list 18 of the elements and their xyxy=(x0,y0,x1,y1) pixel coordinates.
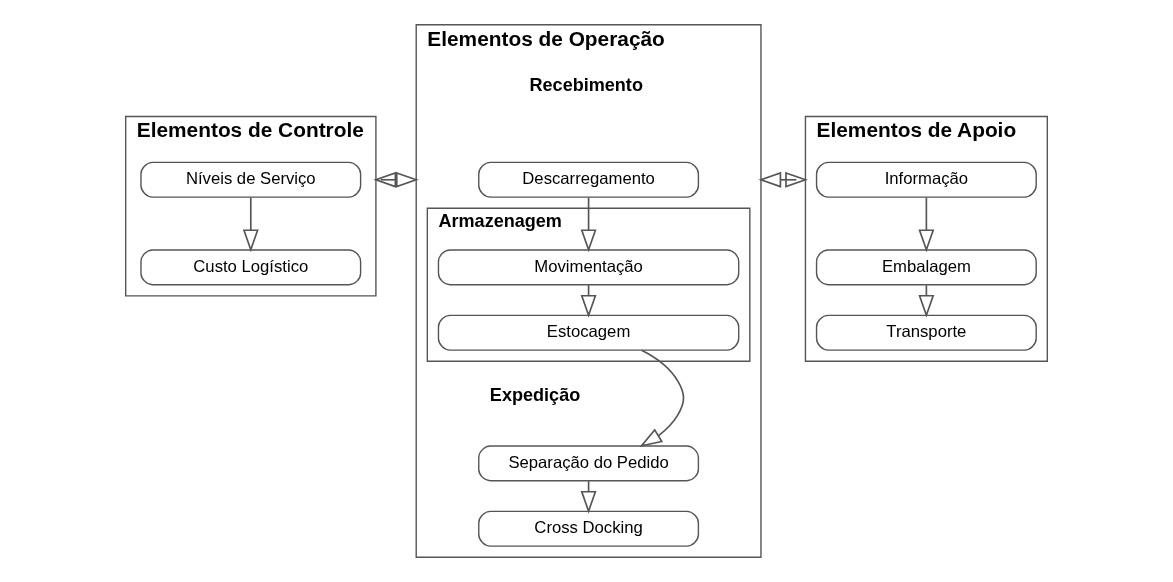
node-box: Separação do Pedido xyxy=(478,445,700,482)
node-box: Estocagem xyxy=(437,314,740,351)
node-box: Cross Docking xyxy=(478,510,700,547)
label: Expedição xyxy=(489,385,581,406)
node-box: Embalagem xyxy=(815,249,1037,286)
node-box: Níveis de Serviço xyxy=(140,161,362,198)
arrow xyxy=(639,349,685,448)
node-box: Custo Logístico xyxy=(140,249,362,286)
arrow xyxy=(373,171,419,188)
node-box: Informação xyxy=(815,161,1037,198)
arrow xyxy=(758,171,808,188)
arrow xyxy=(242,196,259,253)
label: Recebimento xyxy=(529,75,643,96)
node-box: Movimentação xyxy=(437,249,740,286)
arrow xyxy=(918,196,935,253)
node-box: Transporte xyxy=(815,314,1037,351)
arrow xyxy=(580,196,597,253)
node-box: Descarregamento xyxy=(478,161,700,198)
